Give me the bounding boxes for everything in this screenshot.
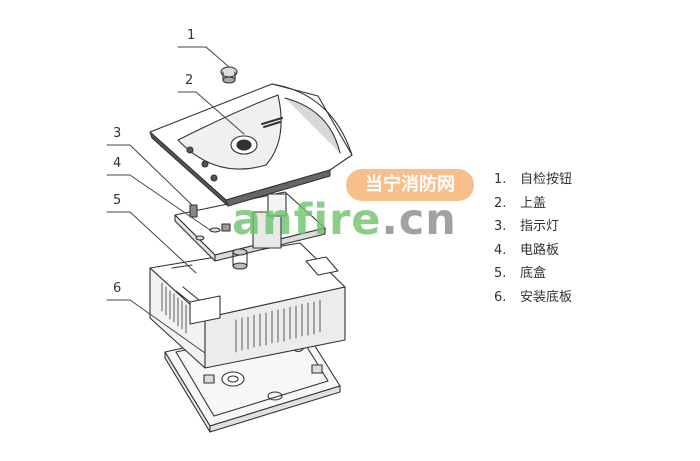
legend-num: 3. bbox=[494, 219, 507, 234]
legend-label: 指示灯 bbox=[520, 219, 560, 234]
watermark-logo-name: anfire bbox=[232, 195, 382, 245]
legend-label: 电路板 bbox=[520, 242, 560, 258]
leader-lines bbox=[106, 46, 245, 354]
self-test-button bbox=[220, 66, 238, 84]
watermark-logo: anfire.cn bbox=[232, 195, 457, 245]
legend-num: 6. bbox=[494, 289, 507, 305]
callout-3: 3 bbox=[113, 126, 122, 141]
legend-label: 上盖 bbox=[520, 195, 547, 211]
legend-num: 1. bbox=[494, 172, 507, 187]
legend-label: 安装底板 bbox=[520, 289, 573, 305]
callout-5: 5 bbox=[113, 193, 122, 208]
watermark-badge: 当宁消防网 bbox=[346, 169, 474, 201]
circuit-board bbox=[174, 191, 326, 270]
callout-2: 2 bbox=[185, 73, 194, 88]
callout-4: 4 bbox=[113, 156, 122, 171]
legend-item-5: 5. 底盒 bbox=[494, 262, 572, 286]
legend-num: 4. bbox=[494, 242, 507, 258]
watermark-logo-tld: .cn bbox=[381, 195, 457, 245]
legend-item-3: 3. 指示灯 bbox=[494, 215, 572, 239]
callout-6: 6 bbox=[113, 281, 122, 296]
parts-legend: 1. 自检按钮 2. 上盖 3. 指示灯 4. 电路板 5. 底盒 6. 安装底板 bbox=[494, 168, 572, 309]
callout-1: 1 bbox=[187, 28, 196, 43]
legend-label: 自检按钮 bbox=[520, 172, 573, 187]
legend-item-1: 1. 自检按钮 bbox=[494, 168, 572, 192]
legend-item-4: 4. 电路板 bbox=[494, 239, 572, 263]
top-cover bbox=[149, 83, 353, 207]
legend-item-6: 6. 安装底板 bbox=[494, 286, 572, 310]
legend-num: 5. bbox=[494, 266, 507, 281]
legend-item-2: 2. 上盖 bbox=[494, 192, 572, 216]
legend-num: 2. bbox=[494, 195, 507, 211]
legend-label: 底盒 bbox=[520, 266, 547, 281]
